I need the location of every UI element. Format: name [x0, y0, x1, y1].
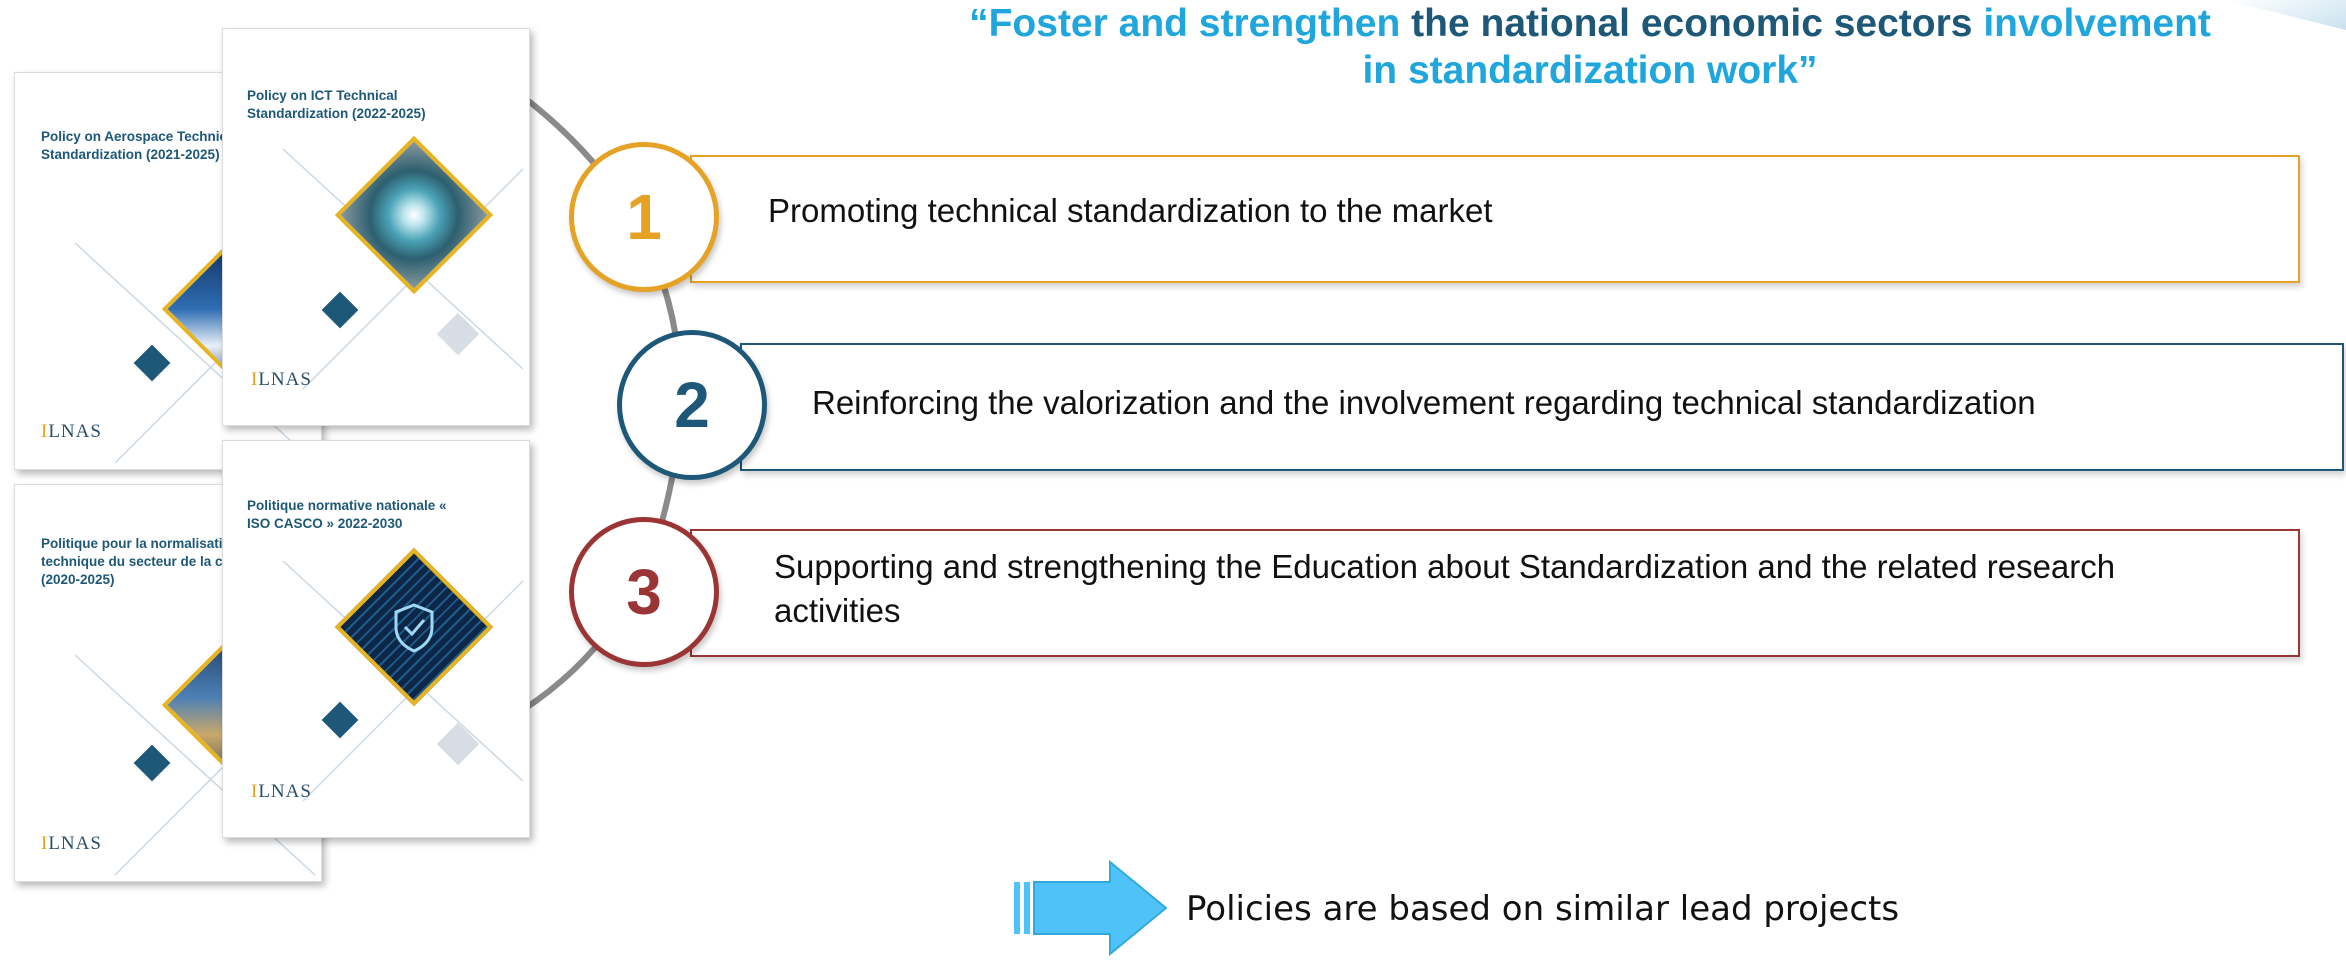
objective-box-3: Supporting and strengthening the Educati…: [690, 529, 2300, 657]
objective-number-2: 2: [617, 330, 767, 480]
policy-title: Policy on Aerospace Technical Standardiz…: [41, 129, 239, 162]
policy-booklet-ict: Policy on ICT Technical Standardization …: [222, 28, 530, 426]
objective-box-1: Promoting technical standardization to t…: [690, 155, 2300, 283]
ilnas-logo: ILNAS: [251, 781, 312, 802]
title-part-1: Foster and strengthen: [988, 2, 1401, 45]
shield-check-icon: [394, 603, 434, 653]
iso-casco-image: [334, 547, 494, 707]
right-arrow-icon: [1014, 860, 1168, 957]
objective-number-3: 3: [569, 517, 719, 667]
page-title: “Foster and strengthen the national econ…: [840, 0, 2340, 94]
title-quote-open: “: [969, 2, 989, 45]
objective-number-1: 1: [569, 142, 719, 292]
title-quote-close: ”: [1798, 49, 1818, 92]
objective-text: Promoting technical standardization to t…: [768, 192, 1493, 229]
title-part-2: the national economic sectors: [1400, 2, 1984, 45]
ilnas-logo: ILNAS: [41, 421, 102, 442]
ilnas-logo: ILNAS: [41, 833, 102, 854]
title-part-4: in standardization work: [1362, 49, 1799, 92]
policy-title: Politique normative nationale « ISO CASC…: [247, 498, 447, 531]
footer-note: Policies are based on similar lead proje…: [1186, 889, 1900, 929]
objective-text: Reinforcing the valorization and the inv…: [812, 384, 2036, 421]
objective-box-2: Reinforcing the valorization and the inv…: [740, 343, 2344, 471]
policy-title: Policy on ICT Technical Standardization …: [247, 88, 426, 121]
ilnas-logo: ILNAS: [251, 369, 312, 390]
objective-text: Supporting and strengthening the Educati…: [774, 548, 2116, 629]
title-part-3: involvement: [1983, 2, 2211, 45]
policy-booklet-iso-casco: Politique normative nationale « ISO CASC…: [222, 440, 530, 838]
